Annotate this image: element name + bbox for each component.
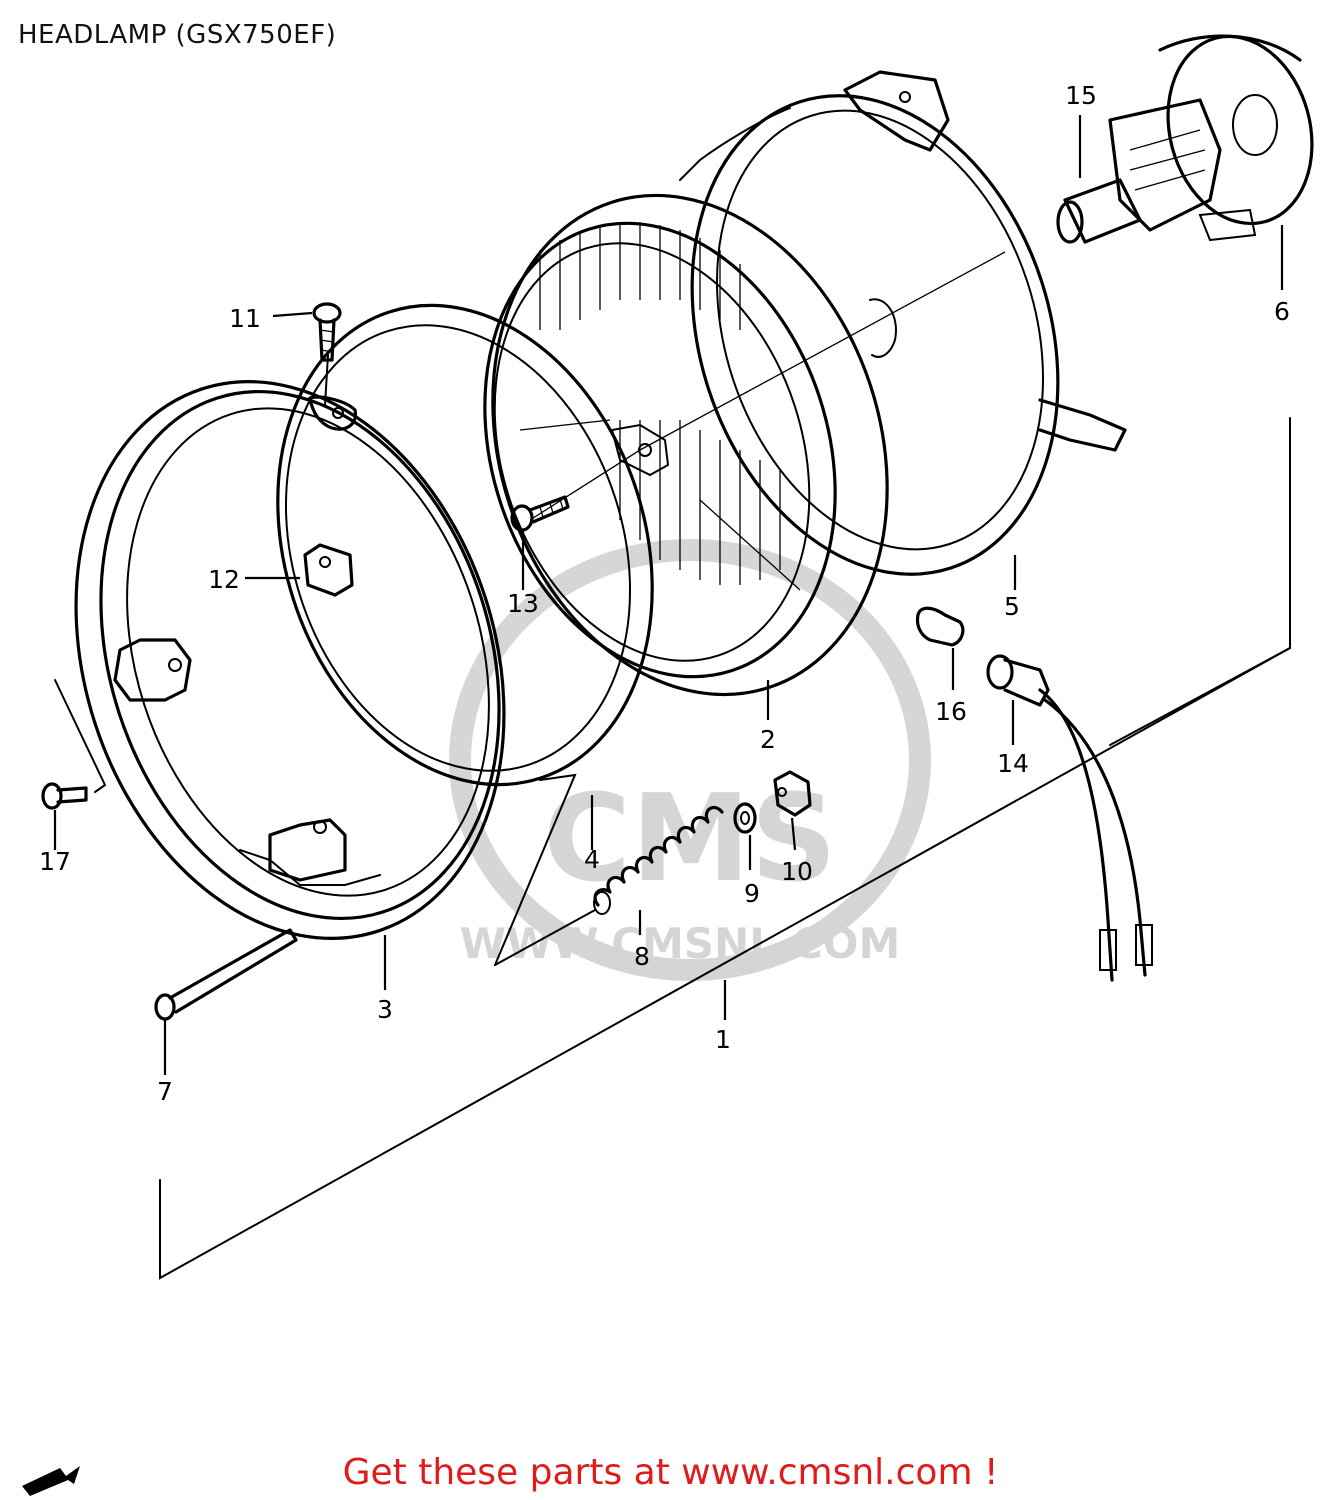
callout-labels: 1 2 3 4 5 6 7 8 9 10 11 12 13 14 15 16 1… <box>39 81 1290 1106</box>
page-title: HEADLAMP (GSX750EF) <box>18 20 337 50</box>
part-7-long-screw <box>154 928 298 1021</box>
part-10-nut <box>773 770 812 817</box>
fwd-arrow-icon <box>22 1466 80 1496</box>
alignment-lines <box>324 251 1006 966</box>
part-5-housing <box>679 70 1127 576</box>
part-2-headlamp-unit <box>483 193 897 697</box>
callout-14: 14 <box>997 749 1029 778</box>
part-11-screw <box>312 302 342 362</box>
cmsnl-parts-link[interactable]: Get these parts at www.cmsnl.com ! <box>342 1452 999 1493</box>
callout-3: 3 <box>377 995 393 1024</box>
part-4-inner-ring <box>276 303 654 787</box>
callout-8: 8 <box>634 942 650 971</box>
part-12-nut <box>303 543 354 597</box>
callout-2: 2 <box>760 725 776 754</box>
part-6-socket <box>1158 34 1314 242</box>
watermark-url: WWW.CMSNL.COM <box>460 919 901 968</box>
leader-lines <box>53 115 1284 1075</box>
cmsnl-watermark: CMS WWW.CMSNL.COM <box>449 539 931 981</box>
part-8-spring <box>593 806 724 915</box>
headlamp-exploded-diagram: CMS WWW.CMSNL.COM <box>39 34 1314 1280</box>
callout-7: 7 <box>157 1077 173 1106</box>
callout-6: 6 <box>1274 297 1290 326</box>
callout-12: 12 <box>208 565 240 594</box>
part-14-socket-wires <box>986 654 1153 982</box>
callout-13: 13 <box>507 589 539 618</box>
part-17-screw <box>41 679 107 810</box>
callout-11: 11 <box>229 304 261 333</box>
callout-17: 17 <box>39 847 71 876</box>
callout-4: 4 <box>584 845 600 874</box>
callout-10: 10 <box>781 857 813 886</box>
callout-16: 16 <box>935 697 967 726</box>
callout-15: 15 <box>1065 81 1097 110</box>
part-15-bulb <box>1056 98 1222 244</box>
callout-1: 1 <box>715 1025 731 1054</box>
part-9-washer <box>733 802 757 834</box>
callout-9: 9 <box>744 879 760 908</box>
assembly-frame-lines <box>159 417 1291 1280</box>
watermark-brand: CMS <box>543 770 837 909</box>
part-16-small-bulb <box>915 606 965 647</box>
callout-5: 5 <box>1004 592 1020 621</box>
part-3-rim <box>74 380 506 940</box>
